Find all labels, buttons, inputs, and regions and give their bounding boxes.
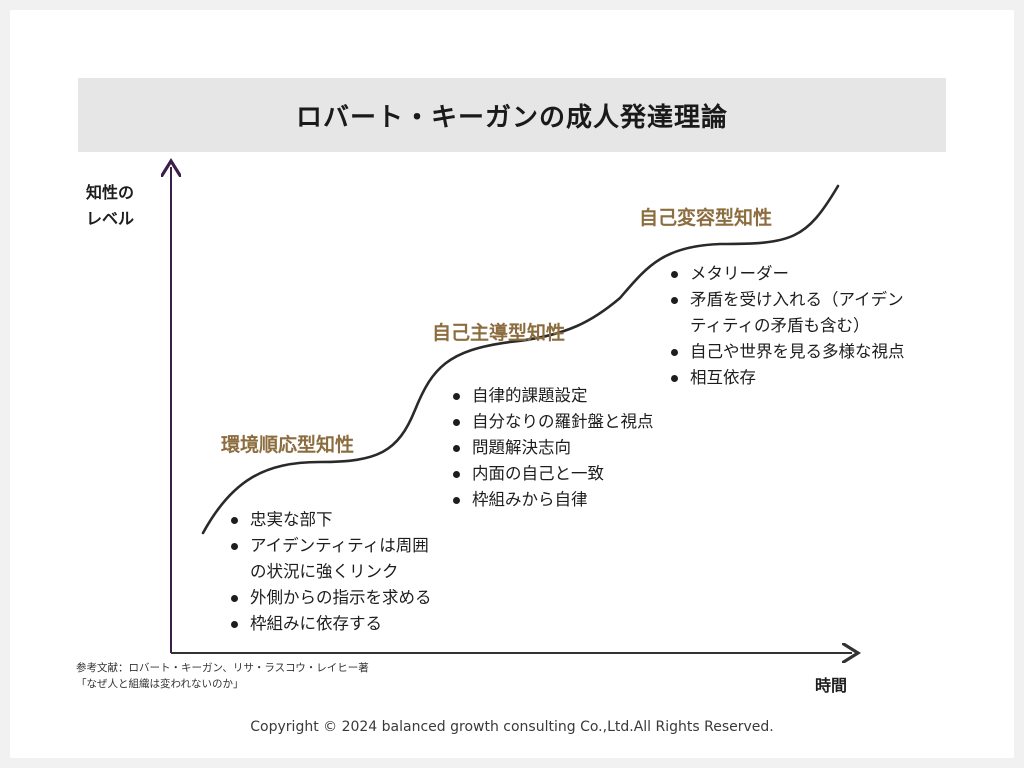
list-item: 相互依存	[666, 365, 905, 391]
list-item: 自己や世界を見る多様な視点	[666, 339, 905, 365]
page-title: ロバート・キーガンの成人発達理論	[295, 102, 728, 133]
list-item: 外側からの指示を求める	[226, 585, 432, 611]
reference-line: 参考文献：ロバート・キーガン、リサ・ラスコウ・レイヒー著	[76, 662, 369, 674]
list-item: 矛盾を受け入れる（アイデン	[666, 287, 905, 313]
list-item: 忠実な部下	[226, 507, 432, 533]
y-axis-label: 知性の レベル	[86, 180, 134, 232]
x-axis-label: 時間	[815, 676, 848, 695]
title-banner: ロバート・キーガンの成人発達理論	[78, 78, 946, 152]
stage-title-conformist: 環境順応型知性	[221, 434, 355, 456]
list-item: 問題解決志向	[448, 435, 654, 461]
stage-list-self-authoring: 自律的課題設定 自分なりの羅針盤と視点 問題解決志向 内面の自己と一致 枠組みか…	[448, 383, 654, 513]
list-item-continuation: の状況に強くリンク	[250, 562, 399, 581]
y-axis-label-line: レベル	[86, 209, 135, 228]
list-item: 枠組みから自律	[448, 487, 654, 513]
list-item: 自律的課題設定	[448, 383, 654, 409]
list-item: アイデンティティは周囲	[226, 533, 432, 559]
reference-line: 「なぜ人と組織は変われないのか」	[76, 678, 244, 690]
stage-list-self-transforming: メタリーダー 矛盾を受け入れる（アイデン ティティの矛盾も含む） 自己や世界を見…	[666, 261, 905, 391]
list-item: 内面の自己と一致	[448, 461, 654, 487]
list-item: 枠組みに依存する	[226, 611, 432, 637]
stage-list-conformist: 忠実な部下 アイデンティティは周囲 の状況に強くリンク 外側からの指示を求める …	[226, 507, 432, 637]
reference-note: 参考文献：ロバート・キーガン、リサ・ラスコウ・レイヒー著 「なぜ人と組織は変われ…	[76, 660, 369, 692]
list-item-continuation: ティティの矛盾も含む）	[690, 316, 870, 335]
stage-title-self-authoring: 自己主導型知性	[432, 322, 566, 344]
list-item: 自分なりの羅針盤と視点	[448, 409, 654, 435]
y-axis-label-line: 知性の	[86, 183, 135, 202]
development-curve	[201, 184, 840, 535]
stage-title-self-transforming: 自己変容型知性	[639, 207, 773, 229]
list-item: メタリーダー	[666, 261, 905, 287]
copyright-footer: Copyright © 2024 balanced growth consult…	[250, 719, 774, 735]
